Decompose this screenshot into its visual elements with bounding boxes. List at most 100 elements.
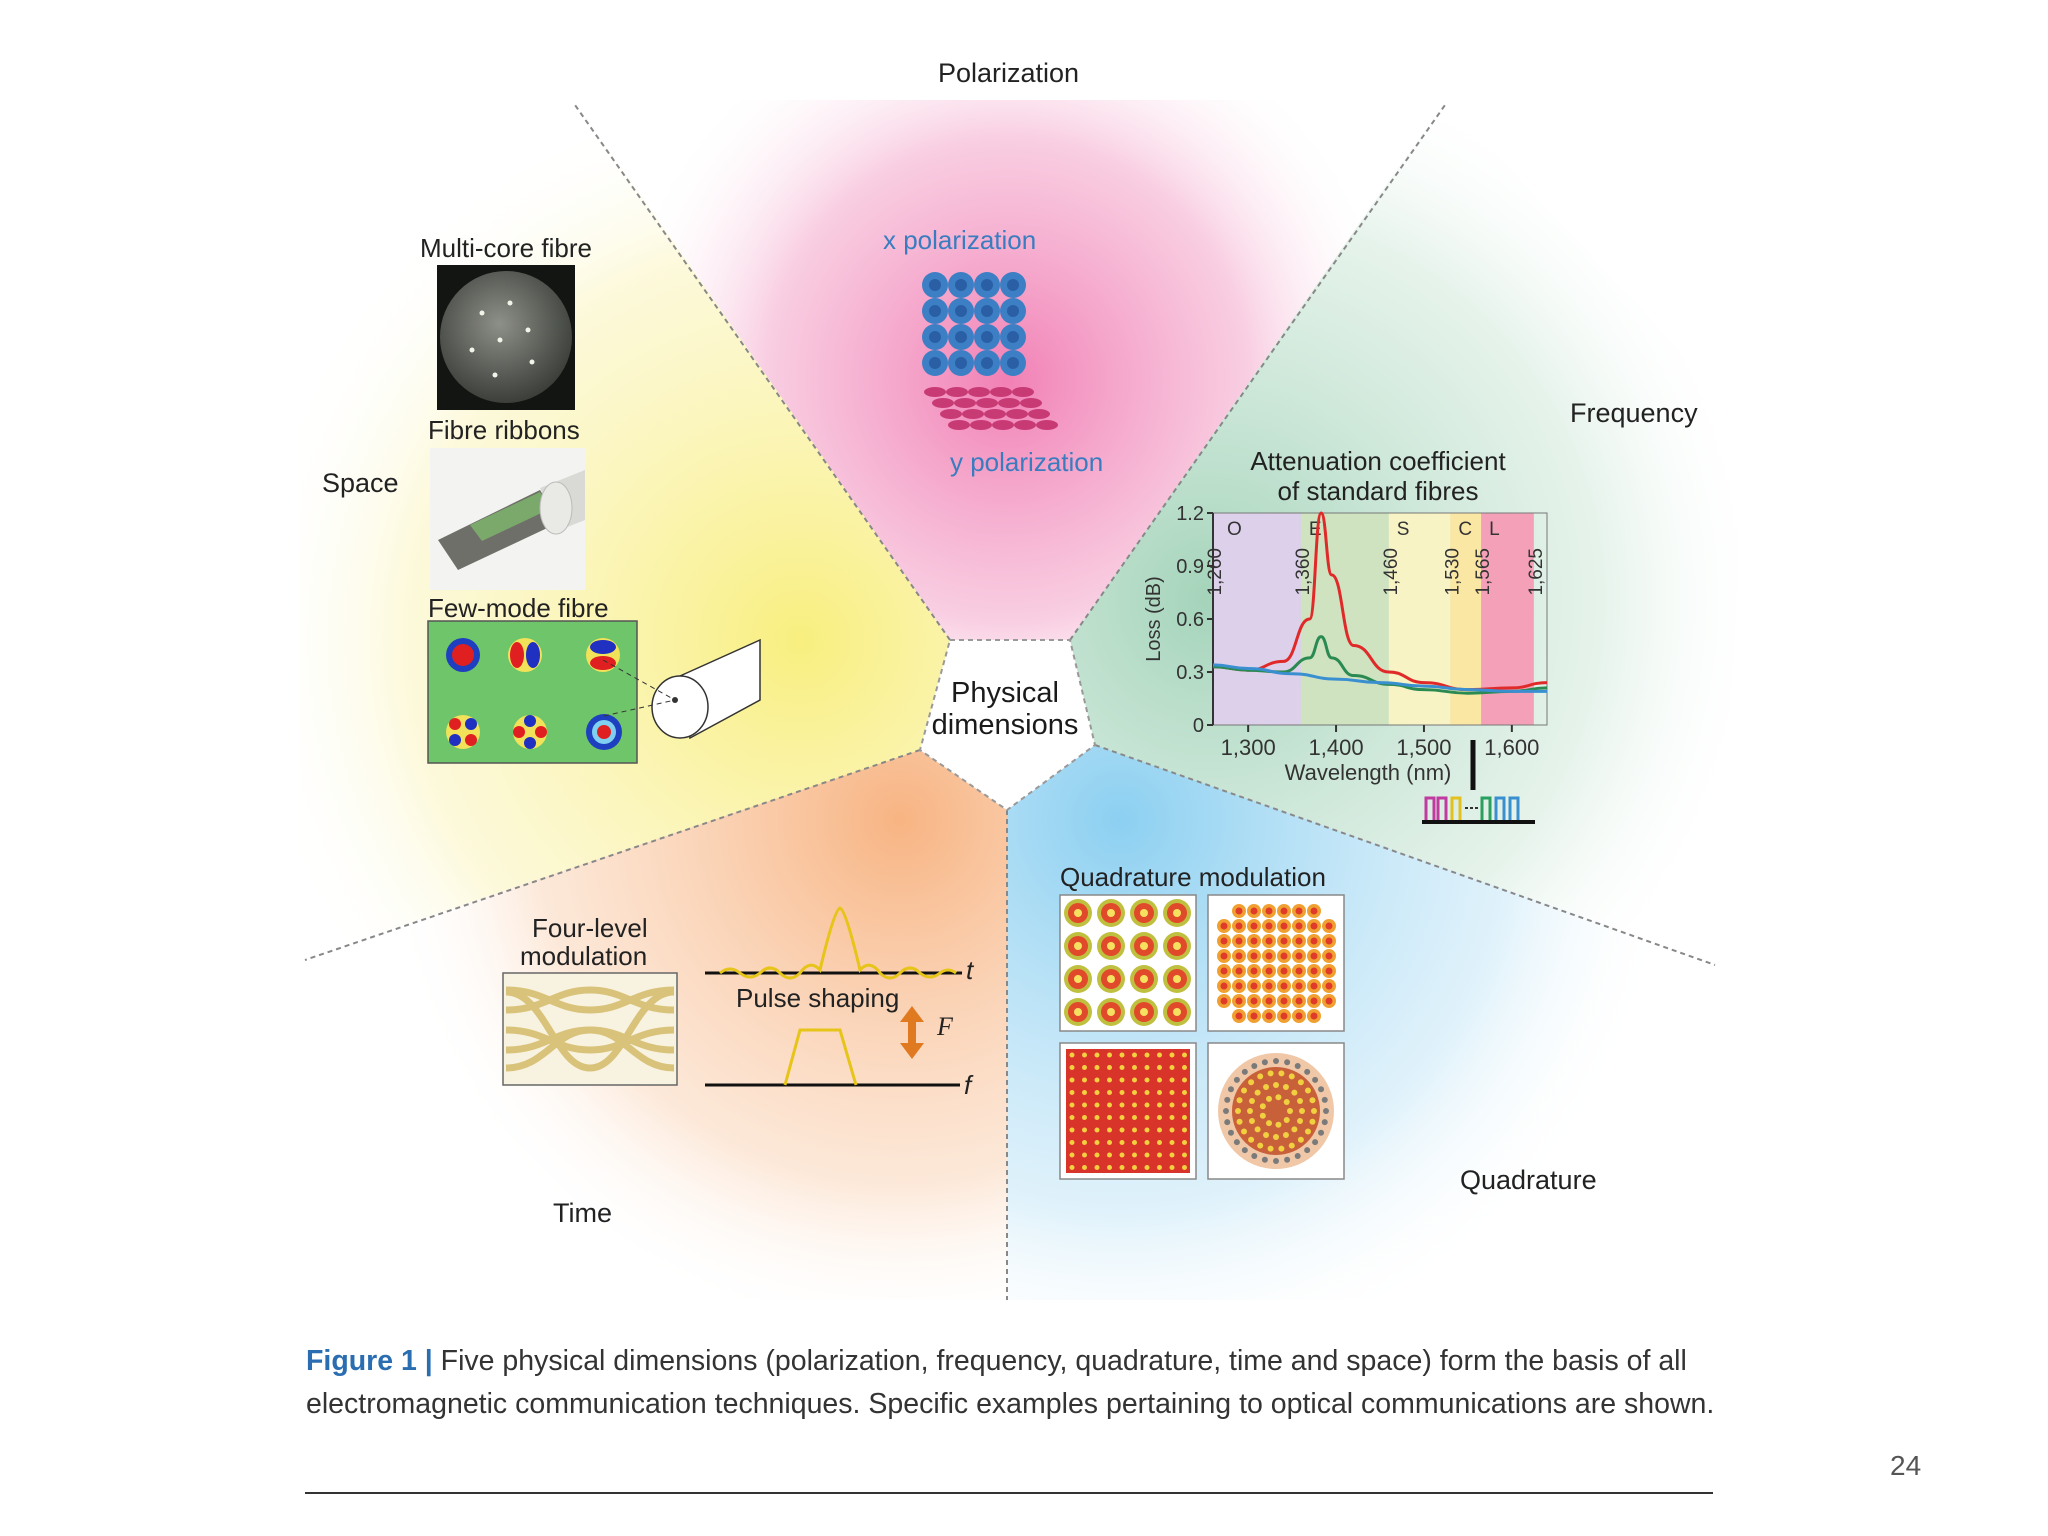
- qam-dense-symbol: [1119, 1090, 1125, 1095]
- qam64-symbol-core: [1295, 967, 1303, 975]
- x-polarization-constellation: [922, 272, 1026, 376]
- band-O: [1213, 513, 1301, 725]
- band-edge-label: 1,530: [1442, 548, 1463, 596]
- band-label-S: S: [1397, 519, 1410, 540]
- apsk-symbol: [1257, 1142, 1264, 1149]
- qam-dense-symbol: [1132, 1102, 1137, 1108]
- band-S: [1388, 513, 1451, 725]
- x-tick-label: 1,600: [1484, 735, 1539, 760]
- qam-dense-symbol: [1107, 1127, 1112, 1133]
- figure-caption: Figure 1 | Five physical dimensions (pol…: [306, 1340, 1726, 1426]
- x-pol-symbol-core: [1007, 305, 1019, 317]
- apsk-symbol: [1304, 1068, 1311, 1075]
- qam16-symbol-core: [1173, 909, 1181, 917]
- qam64-symbol-core: [1325, 952, 1333, 960]
- apsk-symbol: [1241, 1128, 1248, 1135]
- qam-dense-symbol: [1144, 1115, 1150, 1120]
- y-pol-symbol: [1028, 409, 1050, 419]
- qam64-symbol-core: [1280, 922, 1288, 930]
- qam64-symbol-core: [1235, 952, 1243, 960]
- apsk-symbol: [1273, 1058, 1279, 1064]
- fourier-arrow-icon: [900, 1006, 924, 1059]
- apsk-symbol: [1312, 1139, 1319, 1146]
- apsk-symbol: [1267, 1070, 1274, 1077]
- qam-dense-symbol: [1144, 1077, 1150, 1083]
- qam-dense-symbol: [1082, 1152, 1087, 1158]
- apsk-symbol: [1251, 1153, 1258, 1160]
- apsk-symbol: [1294, 1153, 1301, 1160]
- qam-dense-symbol: [1182, 1165, 1187, 1170]
- y-polarization-constellation: [924, 387, 1058, 430]
- apsk-symbol: [1236, 1118, 1243, 1125]
- qam64-symbol-core: [1235, 937, 1243, 945]
- x-tick-label: 1,500: [1396, 735, 1451, 760]
- apsk-symbol: [1248, 1117, 1255, 1124]
- x-pol-symbol-core: [1007, 357, 1019, 369]
- chart-title-line1: Attenuation coefficient: [1250, 446, 1506, 476]
- qam-dense-symbol: [1107, 1077, 1112, 1083]
- x-pol-symbol-core: [981, 331, 993, 343]
- frequency-label: Frequency: [1570, 398, 1698, 428]
- qam64-symbol-core: [1325, 967, 1333, 975]
- mode-lp21a: [446, 715, 480, 749]
- y-pol-symbol: [948, 420, 970, 430]
- qam16-symbol-core: [1173, 942, 1181, 950]
- qam64-symbol-core: [1250, 907, 1258, 915]
- qam-dense-symbol: [1082, 1140, 1087, 1145]
- y-pol-symbol: [932, 398, 954, 408]
- y-pol-symbol: [924, 387, 946, 397]
- qam64-symbol-core: [1325, 922, 1333, 930]
- qam64-symbol-core: [1265, 937, 1273, 945]
- qam-dense-symbol: [1107, 1115, 1112, 1120]
- qam64-symbol-core: [1250, 997, 1258, 1005]
- apsk-symbol: [1312, 1076, 1319, 1083]
- x-pol-symbol-core: [1007, 331, 1019, 343]
- qam-dense-symbol: [1132, 1152, 1137, 1158]
- qam16-symbol-core: [1107, 1008, 1115, 1016]
- y-tick-label: 0.9: [1176, 556, 1204, 578]
- few-mode-fibre-panel: [427, 620, 761, 764]
- wdm-channels-icon: [1422, 740, 1535, 824]
- qam64-symbol-core: [1220, 937, 1228, 945]
- qam64-symbol-core: [1310, 937, 1318, 945]
- qam64-symbol-core: [1295, 952, 1303, 960]
- qam-dense-symbol: [1169, 1140, 1175, 1145]
- apsk-symbol: [1318, 1086, 1325, 1093]
- apsk-symbol: [1266, 1120, 1272, 1127]
- qam-dense-symbol: [1132, 1065, 1137, 1070]
- apsk-symbol: [1223, 1108, 1229, 1114]
- apsk-symbol: [1318, 1129, 1325, 1136]
- apsk-symbol: [1275, 1121, 1282, 1128]
- qam-dense-symbol: [1157, 1065, 1162, 1070]
- qam-dense-symbol: [1119, 1127, 1125, 1133]
- apsk-inner: [1232, 1067, 1320, 1155]
- band-label-C: C: [1458, 519, 1472, 540]
- qam-dense-fill: [1066, 1049, 1190, 1173]
- qam-dense-symbol: [1182, 1077, 1187, 1083]
- x-pol-symbol-core: [955, 279, 967, 291]
- qam64-symbol-core: [1250, 937, 1258, 945]
- qam-dense-symbol: [1157, 1077, 1162, 1083]
- qam-dense-symbol: [1182, 1115, 1187, 1120]
- qam-dense-symbol: [1157, 1152, 1162, 1158]
- qam-dense-symbol: [1169, 1152, 1175, 1158]
- y-pol-symbol: [946, 387, 968, 397]
- qam-dense-symbol: [1169, 1065, 1175, 1070]
- apsk-symbol: [1257, 1073, 1264, 1080]
- qam-dense-symbol: [1069, 1140, 1075, 1145]
- qam64-symbol-core: [1235, 1012, 1243, 1020]
- qam64-symbol-core: [1280, 1012, 1288, 1020]
- y-pol-symbol: [984, 409, 1006, 419]
- eye-diagram: [502, 972, 678, 1086]
- apsk-symbol: [1283, 1116, 1290, 1123]
- fourier-symbol: F: [937, 1012, 953, 1041]
- x-pol-symbol-core: [929, 331, 941, 343]
- qam64-symbol-core: [1280, 967, 1288, 975]
- space-label: Space: [322, 468, 399, 498]
- qam-dense-symbol: [1132, 1127, 1137, 1133]
- multi-core-fibre-label: Multi-core fibre: [420, 233, 592, 263]
- qam-dense-symbol: [1182, 1102, 1187, 1108]
- qam-dense-symbol: [1157, 1127, 1162, 1133]
- apsk-symbol: [1311, 1108, 1317, 1114]
